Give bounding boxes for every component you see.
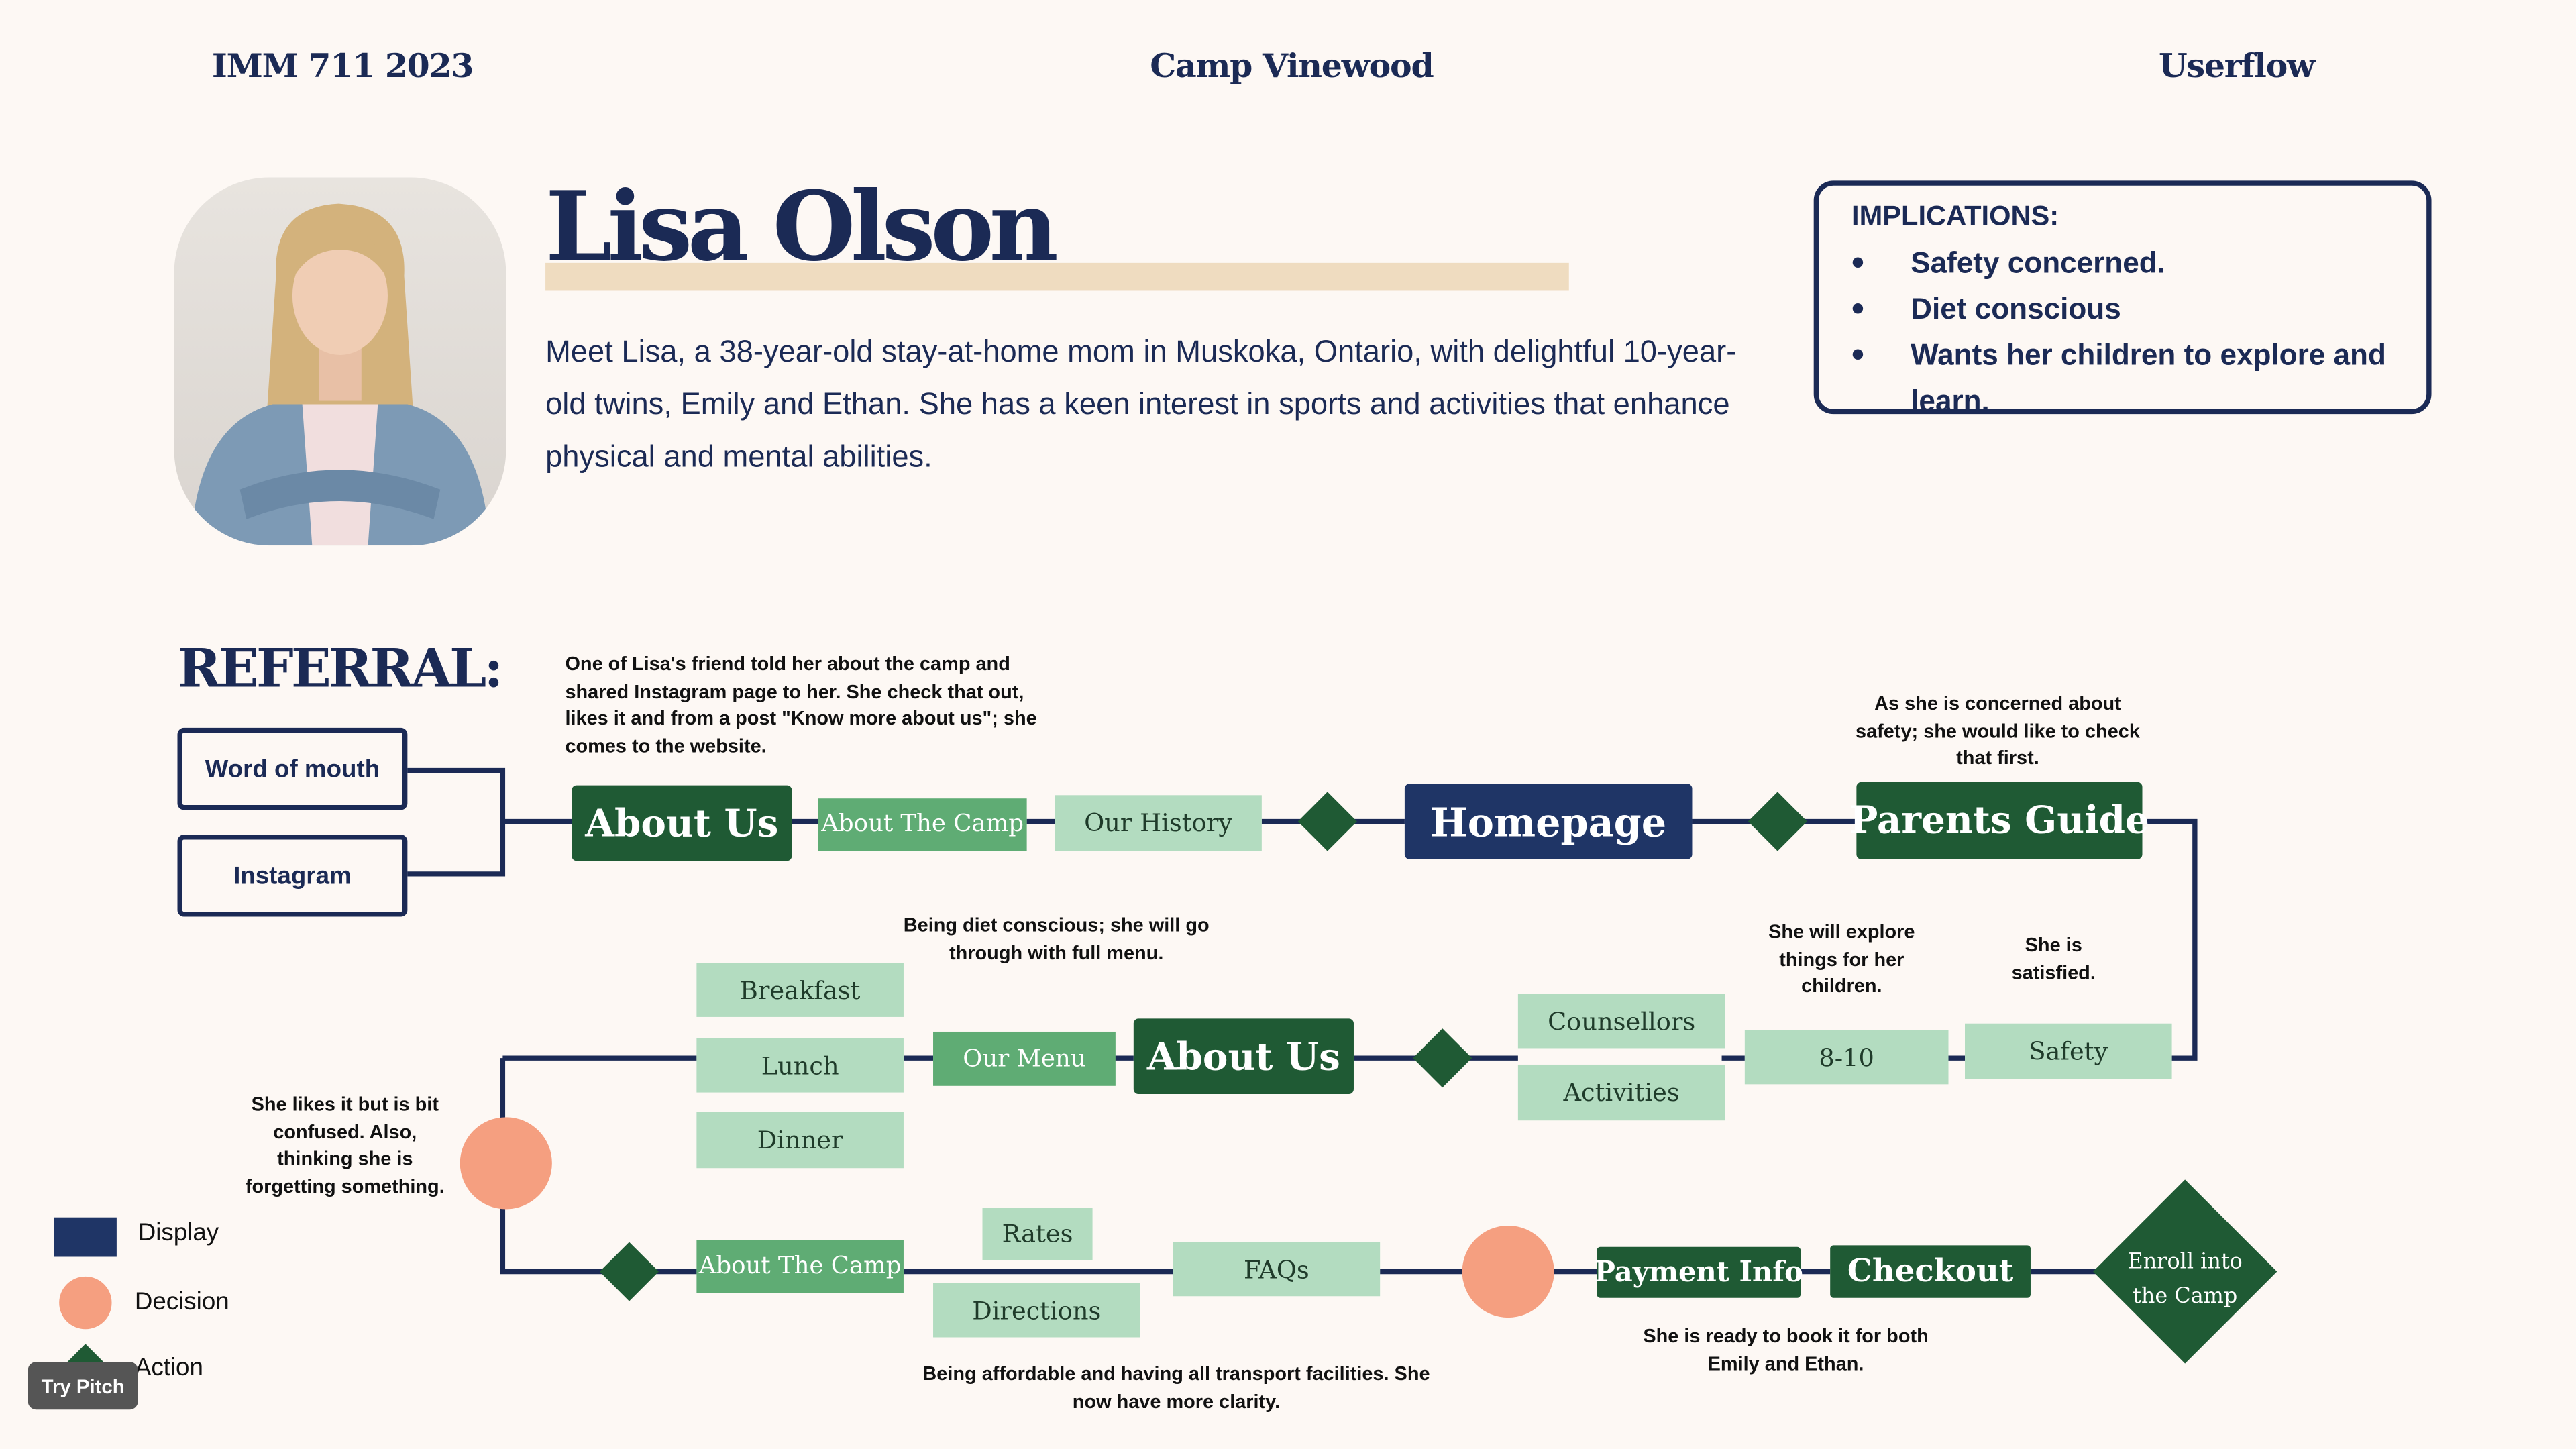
node-about-us-2: About Us (1133, 1018, 1354, 1095)
note-satisfied: She is satisfied. (2011, 933, 2096, 983)
decision-diamond (1297, 792, 1357, 851)
node-about-us: About Us (572, 785, 792, 861)
implications-title: IMPLICATIONS: (1851, 200, 2059, 232)
decision-circle (1462, 1225, 1554, 1318)
node-payment-info: Payment Info (1595, 1246, 1803, 1298)
decision-diamond (599, 1242, 659, 1301)
legend-decision-label: Decision (134, 1288, 229, 1316)
note-explore: She will explore things for her children… (1768, 920, 1915, 998)
note-confused: She likes it but is bit confused. Also, … (245, 1092, 445, 1197)
project-title: Camp Vinewood (1150, 46, 1434, 86)
node-directions: Directions (933, 1283, 1140, 1338)
persona-illustration (191, 203, 490, 546)
course-label: IMM 711 2023 (211, 46, 474, 86)
legend-action-label: Action (134, 1353, 203, 1382)
section-label: Userflow (2158, 46, 2315, 86)
node-safety: Safety (1965, 1023, 2172, 1079)
node-lunch: Lunch (696, 1038, 904, 1093)
decision-circle (460, 1117, 552, 1210)
node-homepage: Homepage (1404, 784, 1693, 859)
legend-decision-swatch (59, 1276, 112, 1330)
node-our-menu: Our Menu (933, 1031, 1116, 1086)
node-our-history: Our History (1055, 795, 1262, 851)
decision-diamond (1748, 792, 1807, 851)
implication-item: Diet conscious (1851, 286, 2426, 332)
enroll-label: Enroll into the Camp (2127, 1250, 2243, 1309)
persona-photo (174, 177, 506, 546)
node-faqs: FAQs (1173, 1242, 1381, 1297)
parents-guide-to-safety-connector (2142, 818, 2198, 1061)
persona-name: Lisa Olson (545, 170, 1059, 283)
note-safety: As she is concerned about safety; she wo… (1856, 692, 2140, 769)
note-affordable: Being affordable and having all transpor… (922, 1362, 1430, 1412)
note-diet: Being diet conscious; she will go throug… (903, 913, 1210, 964)
node-about-the-camp-2: About The Camp (696, 1240, 904, 1293)
note-instagram: One of Lisa's friend told her about the … (565, 652, 1037, 757)
implication-item: Wants her children to explore and learn. (1851, 332, 2426, 424)
referral-connector (407, 767, 506, 877)
persona-bio: Meet Lisa, a 38-year-old stay-at-home mo… (545, 333, 1737, 474)
node-dinner: Dinner (696, 1112, 904, 1169)
legend-display-swatch (54, 1217, 117, 1257)
referral-instagram: Instagram (177, 835, 408, 917)
referral-word-of-mouth: Word of mouth (177, 727, 408, 810)
implications-box: IMPLICATIONS: Safety concerned. Diet con… (1813, 180, 2432, 417)
node-rates: Rates (982, 1208, 1093, 1260)
node-checkout: Checkout (1830, 1245, 2031, 1298)
node-counsellors: Counsellors (1517, 994, 1725, 1049)
node-breakfast: Breakfast (696, 963, 904, 1017)
note-ready: She is ready to book it for both Emily a… (1643, 1324, 1929, 1375)
referral-title: REFERRAL: (177, 637, 503, 700)
decision-diamond (1413, 1028, 1472, 1088)
try-pitch-button[interactable]: Try Pitch (28, 1362, 138, 1410)
node-parents-guide: Parents Guide (1849, 782, 2149, 859)
name-highlight (545, 262, 1569, 291)
node-activities: Activities (1517, 1064, 1725, 1121)
implication-item: Safety concerned. (1851, 240, 2426, 286)
legend-display-label: Display (138, 1219, 219, 1247)
enroll-diamond (2093, 1179, 2277, 1364)
node-ages: 8-10 (1744, 1030, 1949, 1085)
node-about-the-camp: About The Camp (818, 798, 1027, 851)
